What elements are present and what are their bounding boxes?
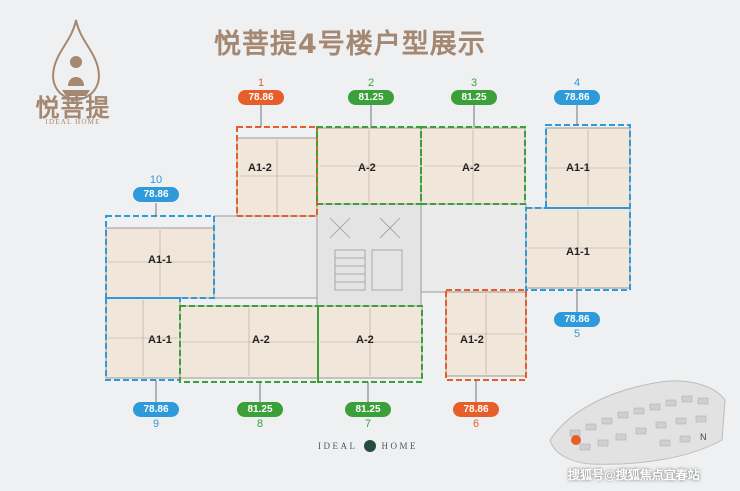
unit-number-5: 5 — [573, 328, 581, 340]
page-title: 悦菩提4号楼户型展示 — [214, 29, 486, 60]
unit-number-2: 2 — [367, 77, 375, 89]
unit-type-4: A1-1 — [566, 162, 590, 174]
unit-number-8: 8 — [256, 418, 264, 430]
unit-number-6: 6 — [472, 418, 480, 430]
unit-type-2: A-2 — [358, 162, 376, 174]
unit-type-3: A-2 — [462, 162, 480, 174]
unit-number-3: 3 — [470, 77, 478, 89]
area-badge-1: 78.86 — [238, 90, 284, 105]
site-plan-map-icon — [549, 380, 726, 465]
unit-number-1: 1 — [257, 77, 265, 89]
unit-type-7: A-2 — [356, 334, 374, 346]
logo-wordmark: 悦菩提 — [35, 93, 111, 122]
logo-subtitle: IDEAL HOME — [45, 118, 101, 126]
lotus-buddha-logo-icon — [52, 19, 100, 102]
building-core — [316, 203, 422, 307]
unit-type-8: A-2 — [252, 334, 270, 346]
area-badge-2: 81.25 — [348, 90, 394, 105]
footer-brand-left: IDEAL — [318, 441, 358, 451]
brand-mark-icon — [363, 440, 376, 452]
area-badge-10: 78.86 — [133, 187, 179, 202]
source-watermark: 搜狐号@搜狐焦点宜春站 — [568, 468, 700, 482]
unit-type-6: A1-2 — [460, 334, 484, 346]
area-badge-6: 78.86 — [453, 402, 499, 417]
footer-brand: IDEAL HOME — [318, 440, 418, 452]
unit-number-9: 9 — [152, 418, 160, 430]
area-badge-4: 78.86 — [554, 90, 600, 105]
unit-type-9: A1-1 — [148, 334, 172, 346]
unit-type-10: A1-1 — [148, 254, 172, 266]
footer-brand-right: HOME — [381, 441, 418, 451]
compass-north-icon: N — [700, 432, 707, 442]
unit-type-5: A1-1 — [566, 246, 590, 258]
unit-number-10: 10 — [149, 174, 163, 186]
unit-number-7: 7 — [364, 418, 372, 430]
area-badge-9: 78.86 — [133, 402, 179, 417]
area-badge-7: 81.25 — [345, 402, 391, 417]
area-badge-8: 81.25 — [237, 402, 283, 417]
unit-number-4: 4 — [573, 77, 581, 89]
unit-type-1: A1-2 — [248, 162, 272, 174]
area-badge-5: 78.86 — [554, 312, 600, 327]
area-badge-3: 81.25 — [451, 90, 497, 105]
